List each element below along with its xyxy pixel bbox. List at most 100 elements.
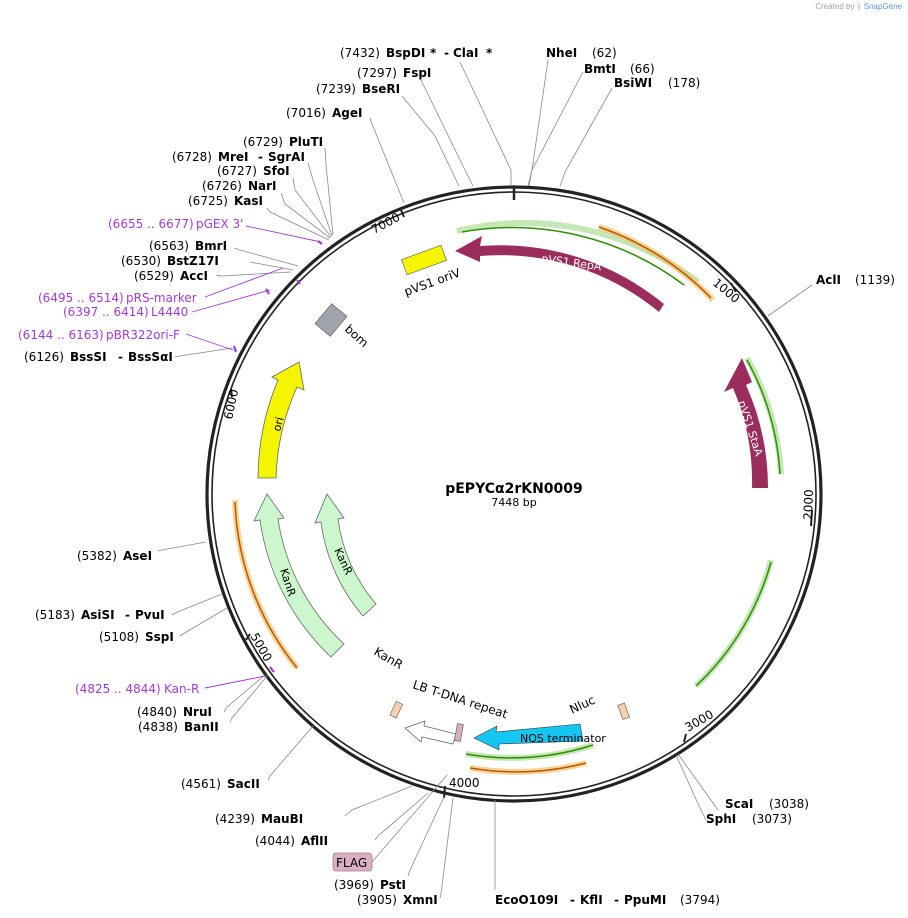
enzyme-nhei[interactable]: NheI (62) (546, 46, 617, 60)
svg-text:-: - (258, 150, 263, 164)
enzyme-psti[interactable]: (3969) PstI (334, 878, 406, 892)
enzyme-name-maubi: MauBI (261, 812, 303, 826)
primer-marks (232, 240, 323, 673)
enzyme-name-bmri: BmrI (195, 239, 227, 253)
primer-range-prsmarker: (6495 .. 6514) (38, 291, 124, 305)
feature-label-lb-repeat: KanR (372, 644, 406, 672)
primer-leader-lines (185, 225, 322, 689)
feature-kanr-outer[interactable]: KanR (253, 493, 345, 658)
enzyme-bmti[interactable]: BmtI (66) (584, 62, 655, 76)
enzyme-banii[interactable]: (4838) BanII (138, 720, 219, 734)
enzyme-name-eco0109i: EcoO109I (495, 893, 558, 907)
enzyme-name-xmni: XmnI (403, 893, 438, 907)
enzyme-name-bstz17i: BstZ17I (167, 254, 219, 268)
tick-marks (230, 209, 813, 799)
feature-kanr-inner[interactable]: KanR (314, 493, 377, 617)
feature-rb-repeat[interactable]: Nluc (567, 693, 630, 720)
enzyme-nari[interactable]: (6726) NarI (202, 179, 277, 193)
enzyme-pos-sspi: (5108) (99, 630, 139, 644)
snapgene-watermark: Created by ᛒ SnapGene (815, 2, 902, 11)
enzyme-mrei[interactable]: (6728) MreI - SgrAI (172, 150, 305, 164)
primer-kanr[interactable]: (4825 .. 4844) Kan-R (75, 682, 199, 696)
feature-flag[interactable]: FLAG (332, 774, 448, 872)
feature-label-pvs1-repa: pVS1 RepA (541, 252, 603, 273)
enzyme-pos-nhei: (62) (592, 46, 617, 60)
enzyme-pos-banii: (4838) (138, 720, 178, 734)
enzyme-name-pvui: PvuI (135, 608, 165, 622)
enzyme-pos-bmri: (6563) (149, 239, 189, 253)
enzyme-acci[interactable]: (6529) AccI (134, 269, 208, 283)
feature-label-nos: LB T-DNA repeat (411, 678, 509, 722)
watermark-brand: SnapGene (863, 2, 902, 11)
enzyme-acli[interactable]: AclI (1139) (816, 273, 895, 287)
feature-label-ori: ori (270, 416, 286, 433)
primer-prsmarker[interactable]: (6495 .. 6514) pRS-marker (38, 291, 197, 305)
feature-orange-left (232, 499, 300, 670)
enzyme-pos-bstz17i: (6530) (121, 254, 161, 268)
enzyme-nrui[interactable]: (4840) NruI (137, 705, 212, 719)
enzyme-name-pluti: PluTI (289, 135, 323, 149)
feature-pvs1-oriv[interactable]: pVS1 oriV (401, 244, 463, 299)
enzyme-bmri[interactable]: (6563) BmrI (149, 239, 227, 253)
tick-label-4000: 4000 (449, 776, 480, 790)
enzyme-name-mrei: MreI (218, 150, 248, 164)
enzyme-bsssi[interactable]: (6126) BssSI - BssSαI (24, 350, 173, 364)
feature-label-flag: FLAG (336, 856, 367, 870)
enzyme-name-aflii: AflII (301, 834, 328, 848)
enzyme-pos-kasi: (6725) (188, 194, 228, 208)
enzyme-name-nrui: NruI (183, 705, 212, 719)
enzyme-name-acli: AclI (816, 273, 841, 287)
enzyme-bstz17i[interactable]: (6530) BstZ17I (121, 254, 219, 268)
enzyme-aflii[interactable]: (4044) AflII (255, 834, 328, 848)
feature-label-pvs1-stat: pVS1 StaA (735, 399, 765, 458)
enzyme-scai[interactable]: ScaI (3038) (725, 797, 809, 811)
primer-pbr322orif[interactable]: (6144 .. 6163) pBR322ori-F (18, 328, 180, 342)
enzyme-bsiwi[interactable]: BsiWI (178) (614, 76, 700, 90)
primer-labels: (6655 .. 6677) pGEX 3' (6495 .. 6514) pR… (18, 217, 243, 696)
plasmid-name: pEPYCα2rKN0009 (445, 481, 583, 497)
enzyme-name-bsssai: BssSαI (128, 350, 173, 364)
feature-bom[interactable]: bom (314, 303, 371, 350)
enzyme-sphi[interactable]: SphI (3073) (706, 812, 792, 826)
enzyme-pos-sfoi: (6727) (217, 164, 257, 178)
svg-text:-: - (614, 893, 619, 907)
enzyme-bspdi[interactable]: (7432) BspDI * - ClaI * (340, 46, 493, 60)
feature-lb-repeat[interactable]: KanR (372, 644, 406, 719)
tick-label-6000: 6000 (221, 388, 241, 421)
enzyme-pos-xmni: (3905) (357, 893, 397, 907)
feature-nluc[interactable]: NOS terminator (473, 723, 606, 751)
enzyme-eco0109i[interactable]: EcoO109I - KflI - PpuMI (3794) (495, 893, 720, 907)
enzyme-fspi[interactable]: (7297) FspI (357, 66, 431, 80)
enzyme-sfoi[interactable]: (6727) SfoI (217, 164, 290, 178)
enzyme-name-sspi: SspI (145, 630, 174, 644)
feature-pvs1-stat[interactable]: pVS1 StaA (724, 356, 784, 488)
enzyme-pos-bsssi: (6126) (24, 350, 64, 364)
enzyme-pos-bspdi: (7432) (340, 46, 380, 60)
enzyme-pos-bmti: (66) (630, 62, 655, 76)
enzyme-name-banii: BanII (184, 720, 219, 734)
feature-ori[interactable]: ori (257, 361, 305, 479)
enzyme-pos-bsiwi: (178) (668, 76, 700, 90)
enzyme-kasi[interactable]: (6725) KasI (188, 194, 263, 208)
enzyme-xmni[interactable]: (3905) XmnI (357, 893, 438, 907)
enzyme-bseri[interactable]: (7239) BseRI (316, 82, 400, 96)
feature-pvs1-repa[interactable]: pVS1 RepA (455, 220, 700, 312)
enzyme-asisi[interactable]: (5183) AsiSI - PvuI (35, 608, 165, 622)
svg-text:-: - (125, 608, 130, 622)
primer-l4440[interactable]: (6397 .. 6414) L4440 (63, 305, 188, 319)
enzyme-pos-asisi: (5183) (35, 608, 75, 622)
enzyme-name-scai: ScaI (725, 797, 753, 811)
plasmid-length: 7448 bp (491, 496, 536, 509)
enzyme-name-fspi: FspI (403, 66, 431, 80)
feature-label-nluc: NOS terminator (520, 732, 606, 745)
feature-green-right (693, 559, 774, 689)
enzyme-agei[interactable]: (7016) AgeI (286, 106, 362, 120)
enzyme-asei[interactable]: (5382) AseI (77, 549, 152, 563)
enzyme-sspi[interactable]: (5108) SspI (99, 630, 174, 644)
enzyme-sacii[interactable]: (4561) SacII (181, 777, 260, 791)
enzyme-maubi[interactable]: (4239) MauBI (215, 812, 303, 826)
enzyme-pluti[interactable]: (6729) PluTI (243, 135, 323, 149)
tick-label-5000: 5000 (247, 631, 274, 664)
primer-pgex3[interactable]: (6655 .. 6677) pGEX 3' (108, 217, 243, 231)
enzyme-name-bsiwi: BsiWI (614, 76, 652, 90)
